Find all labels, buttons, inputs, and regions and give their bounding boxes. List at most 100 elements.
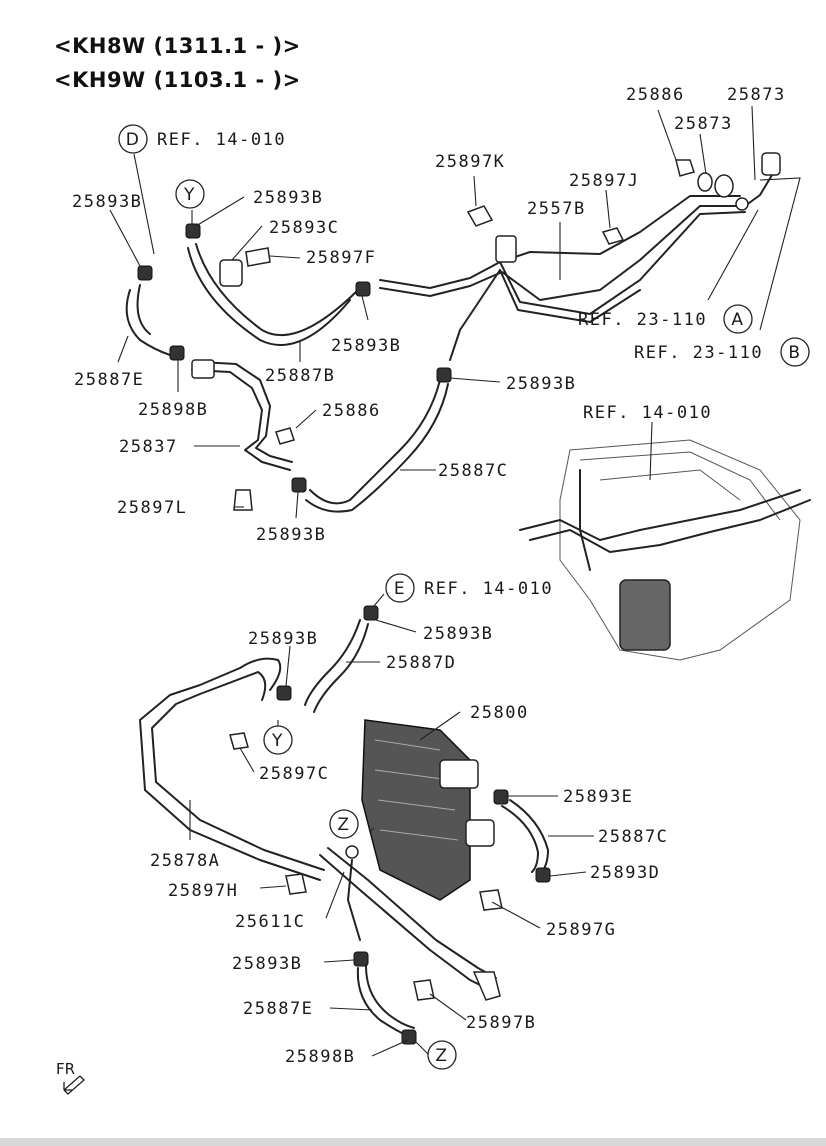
callout-25893b-g: 25893B — [423, 624, 493, 644]
lower-pipe-assembly — [139, 605, 501, 1045]
pipe-joint — [735, 197, 749, 211]
engine-oil-cooler — [619, 579, 671, 651]
ref-label-d: REF. 14-010 — [157, 130, 286, 150]
front-direction-indicator: FR — [56, 1060, 85, 1095]
callout-25611c: 25611C — [235, 912, 305, 932]
callout-25897f: 25897F — [306, 248, 376, 268]
clamp-25893d — [535, 867, 551, 883]
callout-25897j: 25897J — [569, 171, 639, 191]
callout-25893e: 25893E — [563, 787, 633, 807]
circle-marker-d — [118, 124, 148, 154]
bolt-25897k — [466, 205, 494, 227]
clamp-25893b-e — [363, 605, 379, 621]
callout-25893b-a: 25893B — [72, 192, 142, 212]
pipe-end-bracket — [472, 971, 501, 1001]
pipe-bracket — [495, 235, 517, 263]
callout-25887e-low: 25887E — [243, 999, 313, 1019]
clamp-25893b — [137, 265, 153, 281]
callout-25800: 25800 — [470, 703, 529, 723]
upper-pipe-assembly — [379, 152, 781, 361]
callout-25893b-h: 25893B — [232, 954, 302, 974]
cooler-bracket-upper — [439, 759, 479, 789]
circle-marker-z-bottom — [427, 1040, 457, 1070]
clamp-25893b-low — [291, 477, 307, 493]
callout-25893b-d: 25893B — [506, 374, 576, 394]
upper-hose-assembly — [125, 223, 452, 513]
fr-label: FR — [56, 1060, 75, 1078]
bolt-25897h — [285, 873, 307, 895]
bottom-divider — [0, 1138, 826, 1146]
circle-marker-e — [385, 573, 415, 603]
circle-label-e: E — [394, 579, 406, 599]
callout-25887d: 25887D — [386, 653, 456, 673]
circle-markers: D Y A B E Y Z Z — [118, 124, 810, 1070]
callout-25897k: 25897K — [435, 152, 505, 172]
clamp-25893e — [493, 789, 509, 805]
callout-25886-top: 25886 — [626, 85, 685, 105]
clamp-25893b-right — [436, 367, 452, 383]
callout-25873-top: 25873 — [727, 85, 786, 105]
reference-labels: REF. 14-010 REF. 23-110 REF. 23-110 REF.… — [157, 130, 763, 599]
callout-25878a: 25878A — [150, 851, 220, 871]
ref-label-engine: REF. 14-010 — [583, 403, 712, 423]
bolt-25897g — [479, 889, 503, 911]
ref-label-b: REF. 23-110 — [634, 343, 763, 363]
callout-25897g: 25897G — [546, 920, 616, 940]
fr-arrow-icon — [63, 1075, 85, 1095]
callout-25893b-e: 25893B — [256, 525, 326, 545]
callout-25887c-low: 25887C — [598, 827, 668, 847]
callout-25887b: 25887B — [265, 366, 335, 386]
callout-25873-mid: 25873 — [674, 114, 733, 134]
circle-marker-a — [723, 304, 753, 334]
callout-25897c: 25897C — [259, 764, 329, 784]
callout-25898b-low: 25898B — [285, 1047, 355, 1067]
union-25873 — [714, 174, 734, 198]
bolt-25897f — [245, 247, 271, 267]
clamp-25893b-d — [276, 685, 292, 701]
callout-25886-mid: 25886 — [322, 401, 381, 421]
callout-25893d: 25893D — [590, 863, 660, 883]
callout-25887e-top: 25887E — [74, 370, 144, 390]
header-model-kh9w: <KH9W (1103.1 - )> — [54, 68, 301, 92]
bracket-25893c — [219, 259, 243, 287]
circle-label-b: B — [788, 343, 801, 363]
clamp-25893b-y — [185, 223, 201, 239]
bolt-25886-mid — [275, 427, 295, 445]
callout-25893c: 25893C — [269, 218, 339, 238]
callout-25893b-b: 25893B — [253, 188, 323, 208]
ref-label-a: REF. 23-110 — [578, 310, 707, 330]
circle-label-a: A — [731, 310, 744, 330]
ref-label-e: REF. 14-010 — [424, 579, 553, 599]
plug-25611c — [345, 845, 359, 859]
callout-25898b: 25898B — [138, 400, 208, 420]
callout-25897b: 25897B — [466, 1013, 536, 1033]
circle-label-y-top: Y — [183, 185, 196, 205]
bolt-25897l — [233, 489, 253, 511]
clamp-25898b — [169, 345, 185, 361]
bolt-25897c — [229, 732, 249, 750]
bolt-25897j — [601, 227, 625, 245]
circle-marker-z-left — [329, 809, 359, 839]
circle-label-d: D — [126, 130, 141, 150]
callout-25893b-f: 25893B — [248, 629, 318, 649]
callout-25893b-c: 25893B — [331, 336, 401, 356]
clamp-25893b-h — [353, 951, 369, 967]
circle-label-y-low: Y — [271, 731, 284, 751]
circle-marker-y-top — [175, 179, 205, 209]
callout-25887c-mid: 25887C — [438, 461, 508, 481]
callout-25897l: 25897L — [117, 498, 187, 518]
circle-label-z-left: Z — [337, 815, 350, 835]
clamp-25893b-mid — [355, 281, 371, 297]
bolt-25886 — [675, 159, 695, 177]
callout-25897h: 25897H — [168, 881, 238, 901]
header-model-kh8w: <KH8W (1311.1 - )> — [54, 34, 301, 58]
engine-reference-illustration — [519, 439, 811, 661]
bracket-25837 — [191, 359, 215, 379]
pipe-end-fitting — [761, 152, 781, 176]
oil-cooler-25800 — [361, 719, 551, 911]
clamp-25898b-low — [401, 1029, 417, 1045]
part-callouts: 25886 25873 25873 25897K 25897J 2557B 25… — [72, 85, 786, 1067]
callout-2557b: 2557B — [527, 199, 586, 219]
leader-lines — [109, 105, 801, 1057]
